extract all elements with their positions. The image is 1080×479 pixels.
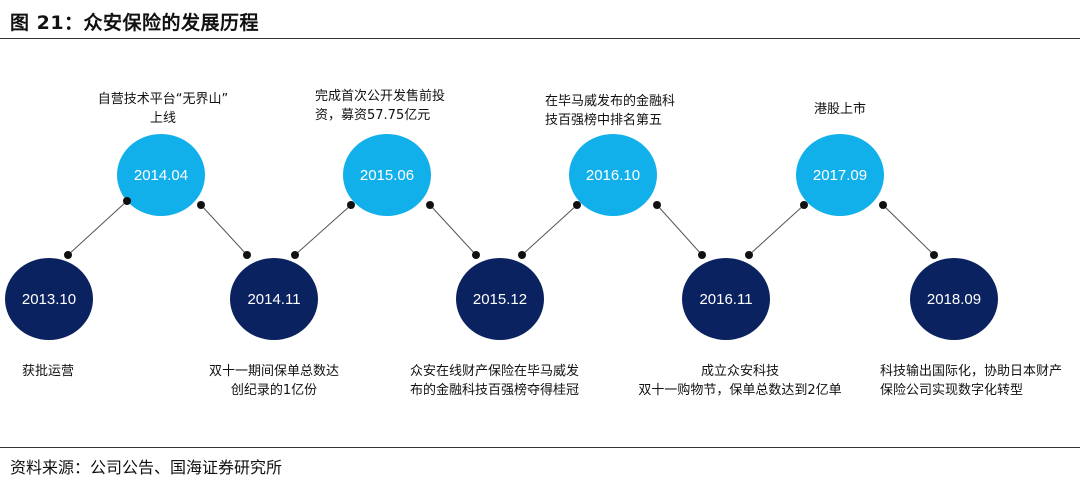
milestone-text-line: 科技输出国际化，协助日本财产	[880, 364, 1063, 379]
milestone-label-2013-10: 获批运营	[22, 362, 74, 381]
milestone-date: 2015.12	[472, 290, 528, 308]
connector-dot	[518, 251, 526, 259]
milestone-label-2014-11: 双十一期间保单总数达 创纪录的1亿份	[200, 362, 348, 400]
connector-dot	[800, 201, 808, 209]
milestone-label-2018-09: 科技输出国际化，协助日本财产 保险公司实现数字化转型	[880, 362, 1062, 400]
connector-dot	[426, 201, 434, 209]
connector-line	[294, 204, 352, 256]
top-divider	[0, 38, 1080, 39]
source-note: 资料来源：公司公告、国海证券研究所	[10, 458, 283, 477]
connector-dot	[745, 251, 753, 259]
milestone-label-2016-11: 成立众安科技 双十一购物节，保单总数达到2亿单	[625, 362, 855, 400]
milestone-date: 2016.11	[699, 290, 753, 308]
milestone-text-line: 众安在线财产保险在毕马威发	[410, 364, 580, 379]
connector-dot	[291, 251, 299, 259]
milestone-date: 2018.09	[926, 290, 982, 308]
figure-title: 图 21：众安保险的发展历程	[10, 12, 260, 34]
milestone-text-line: 获批运营	[22, 364, 75, 379]
milestone-text-line: 成立众安科技	[700, 364, 779, 379]
milestone-text-line: 技百强榜中排名第五	[545, 113, 663, 128]
milestone-node-2015-06: 2015.06	[343, 134, 431, 216]
milestone-label-2016-10: 在毕马威发布的金融科 技百强榜中排名第五	[545, 92, 675, 130]
milestone-text-line: 双十一期间保单总数达	[208, 364, 339, 379]
milestone-node-2013-10: 2013.10	[5, 258, 93, 340]
milestone-text-line: 布的金融科技百强榜夺得桂冠	[410, 383, 580, 398]
milestone-date: 2014.11	[247, 290, 301, 308]
milestone-date: 2014.04	[133, 166, 189, 184]
connector-dot	[123, 197, 131, 205]
connector-dot	[573, 201, 581, 209]
milestone-node-2017-09: 2017.09	[796, 134, 884, 216]
milestone-text-line: 双十一购物节，保单总数达到2亿单	[638, 383, 842, 398]
connector-dot	[653, 201, 661, 209]
milestone-text-line: 港股上市	[813, 102, 866, 117]
milestone-date: 2017.09	[812, 166, 868, 184]
milestone-date: 2016.10	[585, 166, 641, 184]
connector-dot	[472, 251, 480, 259]
connector-dot	[930, 251, 938, 259]
milestone-label-2017-09: 港股上市	[790, 100, 890, 119]
connector-line	[656, 204, 703, 256]
milestone-label-2014-04: 自营技术平台“无界山” 上线	[88, 90, 238, 128]
connector-dot	[698, 251, 706, 259]
connector-dot	[197, 201, 205, 209]
connector-line	[521, 204, 578, 256]
connector-dot	[243, 251, 251, 259]
milestone-text-line: 在毕马威发布的金融科	[545, 94, 676, 109]
milestone-node-2018-09: 2018.09	[910, 258, 998, 340]
milestone-text-line: 上线	[149, 111, 176, 126]
milestone-node-2014-11: 2014.11	[230, 258, 318, 340]
milestone-label-2015-06: 完成首次公开发售前投 资，募资57.75亿元	[315, 87, 445, 125]
milestone-date: 2015.06	[359, 166, 415, 184]
milestone-label-2015-12: 众安在线财产保险在毕马威发 布的金融科技百强榜夺得桂冠	[410, 362, 579, 400]
connector-dot	[64, 251, 72, 259]
milestone-node-2016-10: 2016.10	[569, 134, 657, 216]
connector-line	[748, 204, 805, 256]
connector-line	[882, 204, 935, 256]
connector-dot	[347, 201, 355, 209]
milestone-text-line: 保险公司实现数字化转型	[880, 383, 1024, 398]
milestone-date: 2013.10	[21, 290, 77, 308]
milestone-node-2015-12: 2015.12	[456, 258, 544, 340]
connector-line	[429, 204, 477, 256]
connector-dot	[879, 201, 887, 209]
milestone-text-line: 自营技术平台“无界山”	[97, 92, 229, 107]
milestone-text-line: 完成首次公开发售前投	[315, 89, 446, 104]
milestone-node-2016-11: 2016.11	[682, 258, 770, 340]
milestone-text-line: 资，募资57.75亿元	[315, 108, 431, 123]
milestone-node-2014-04: 2014.04	[117, 134, 205, 216]
milestone-text-line: 创纪录的1亿份	[230, 383, 318, 398]
connector-line	[67, 200, 128, 256]
connector-line	[200, 204, 248, 256]
bottom-divider	[0, 447, 1080, 448]
